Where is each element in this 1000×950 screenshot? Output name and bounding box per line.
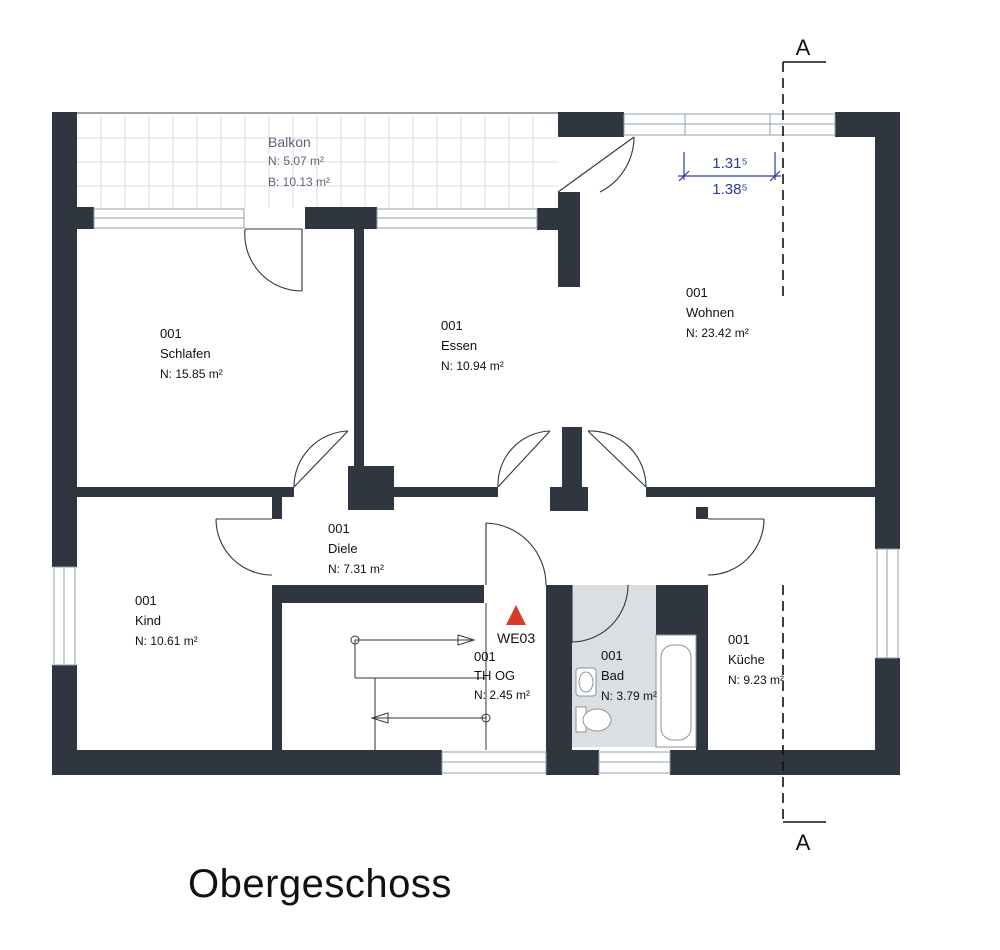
room-number: 001 <box>160 326 182 341</box>
room-name: Küche <box>728 652 765 667</box>
dimension-upper: 1.31⁵ <box>712 155 747 172</box>
room-number: 001 <box>601 648 623 663</box>
dimension-lower: 1.38⁵ <box>712 181 747 198</box>
balcony-area <box>77 112 558 208</box>
room-diele: 001 Diele N: 7.31 m² <box>328 521 384 576</box>
room-number: 001 <box>441 318 463 333</box>
sanitary-fixtures <box>575 634 697 748</box>
room-area: N: 2.45 m² <box>474 688 530 702</box>
room-bad: 001 Bad N: 3.79 m² <box>601 648 657 703</box>
staircase <box>350 603 491 750</box>
room-kind: 001 Kind N: 10.61 m² <box>135 593 198 648</box>
room-essen: 001 Essen N: 10.94 m² <box>441 318 504 373</box>
floor-title: Obergeschoss <box>188 862 452 906</box>
dimension-line <box>678 152 781 182</box>
doors <box>215 136 765 643</box>
room-th-og: 001 TH OG N: 2.45 m² <box>474 649 530 702</box>
balkon-gross-area: B: 10.13 m² <box>268 175 330 189</box>
room-number: 001 <box>328 521 350 536</box>
room-name: Essen <box>441 338 477 353</box>
room-name: TH OG <box>474 668 515 683</box>
room-wohnen: 001 Wohnen N: 23.42 m² <box>686 285 749 340</box>
marker-triangle-icon <box>506 605 526 625</box>
room-area: N: 7.31 m² <box>328 562 384 576</box>
room-name: Diele <box>328 541 358 556</box>
room-area: N: 15.85 m² <box>160 367 223 381</box>
room-name: Kind <box>135 613 161 628</box>
room-area: N: 10.61 m² <box>135 634 198 648</box>
walls <box>52 112 900 775</box>
balkon-name: Balkon <box>268 134 311 150</box>
marker-label: WE03 <box>497 630 535 646</box>
section-label-bottom: A <box>796 830 811 855</box>
balkon-net-area: N: 5.07 m² <box>268 154 324 168</box>
room-kueche: 001 Küche N: 9.23 m² <box>728 632 784 687</box>
room-number: 001 <box>686 285 708 300</box>
room-name: Bad <box>601 668 624 683</box>
section-line <box>782 61 826 823</box>
room-number: 001 <box>728 632 750 647</box>
room-area: N: 23.42 m² <box>686 326 749 340</box>
section-label-top: A <box>796 35 811 60</box>
room-area: N: 3.79 m² <box>601 689 657 703</box>
room-area: N: 10.94 m² <box>441 359 504 373</box>
room-name: Schlafen <box>160 346 211 361</box>
room-name: Wohnen <box>686 305 734 320</box>
room-area: N: 9.23 m² <box>728 673 784 687</box>
room-number: 001 <box>474 649 496 664</box>
windows <box>53 113 899 774</box>
room-schlafen: 001 Schlafen N: 15.85 m² <box>160 326 223 381</box>
room-number: 001 <box>135 593 157 608</box>
